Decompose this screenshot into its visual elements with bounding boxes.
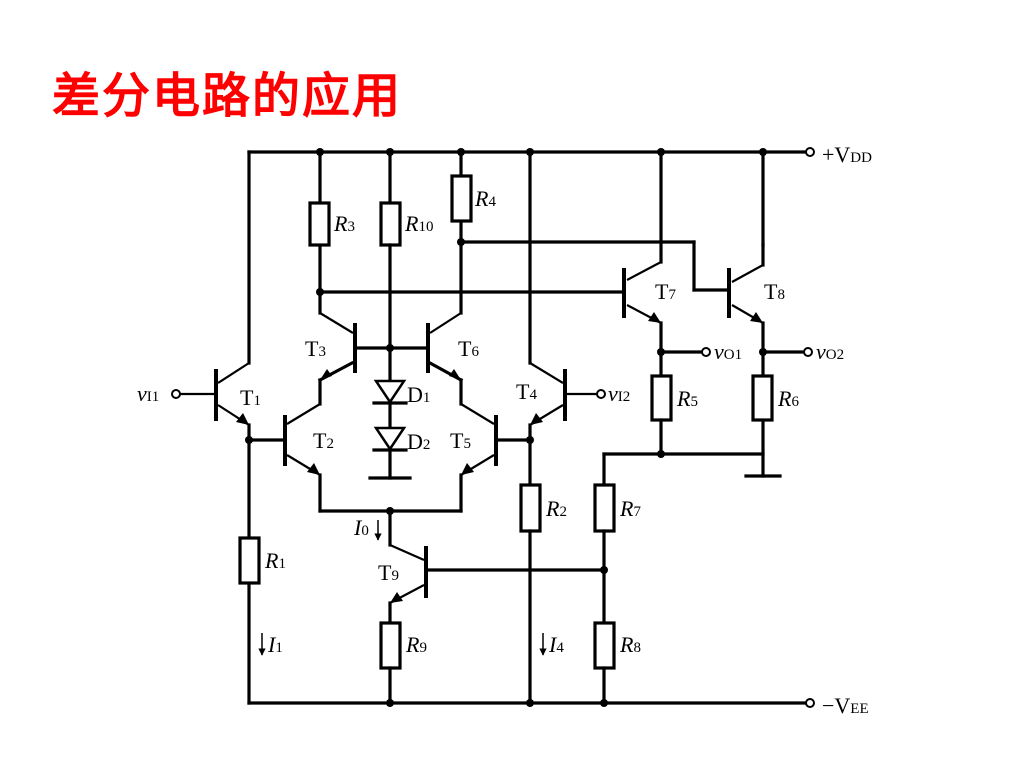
resistor-r9	[379, 621, 402, 670]
r10-label: R10	[404, 211, 433, 236]
t4-label: T4	[516, 379, 537, 404]
t9-label: T9	[378, 560, 399, 585]
t3-label: T3	[305, 336, 326, 361]
vo1-label: vO1	[714, 339, 742, 364]
d1-label: D1	[407, 382, 430, 407]
vo2-label: vO2	[816, 339, 844, 364]
vdd-label: +VDD	[822, 142, 872, 167]
vee-label: −VEE	[822, 693, 869, 718]
resistor-r6	[751, 374, 774, 422]
i1-label: I1	[267, 632, 283, 657]
vi2-label: vI2	[608, 381, 630, 406]
resistor-r1	[238, 536, 261, 585]
t5-label: T5	[450, 428, 471, 453]
t7-label: T7	[655, 279, 676, 304]
vee-terminal[interactable]	[805, 698, 815, 708]
vi2-terminal[interactable]	[596, 389, 606, 399]
r2-label: R2	[545, 496, 567, 521]
vo2-terminal[interactable]	[803, 347, 813, 357]
diode-d2	[373, 426, 407, 452]
vdd-terminal[interactable]	[805, 147, 815, 157]
page-title: 差分电路的应用	[52, 68, 403, 124]
vo1-terminal[interactable]	[701, 347, 711, 357]
r5-label: R5	[676, 386, 698, 411]
t2-label: T2	[313, 428, 334, 453]
t8-label: T8	[764, 279, 785, 304]
r8-label: R8	[619, 632, 641, 657]
resistor-r3	[308, 201, 331, 247]
resistor-r10	[379, 201, 402, 247]
r7-label: R7	[619, 496, 641, 521]
diode-d1	[373, 379, 407, 405]
i0-label: I0	[353, 515, 369, 540]
vi1-label: vI1	[137, 381, 159, 406]
d2-label: D2	[407, 429, 430, 454]
resistor-r8	[593, 621, 616, 670]
r6-label: R6	[777, 386, 799, 411]
vi1-terminal[interactable]	[171, 389, 181, 399]
r3-label: R3	[333, 211, 355, 236]
resistor-r4	[450, 174, 473, 223]
resistor-r5	[650, 374, 673, 422]
t6-label: T6	[458, 336, 479, 361]
r1-label: R1	[264, 548, 286, 573]
resistor-r2	[519, 483, 542, 533]
r4-label: R4	[474, 186, 496, 211]
r9-label: R9	[405, 632, 427, 657]
resistor-r7	[593, 483, 616, 533]
i4-label: I4	[548, 632, 564, 657]
t1-label: T1	[240, 385, 261, 410]
